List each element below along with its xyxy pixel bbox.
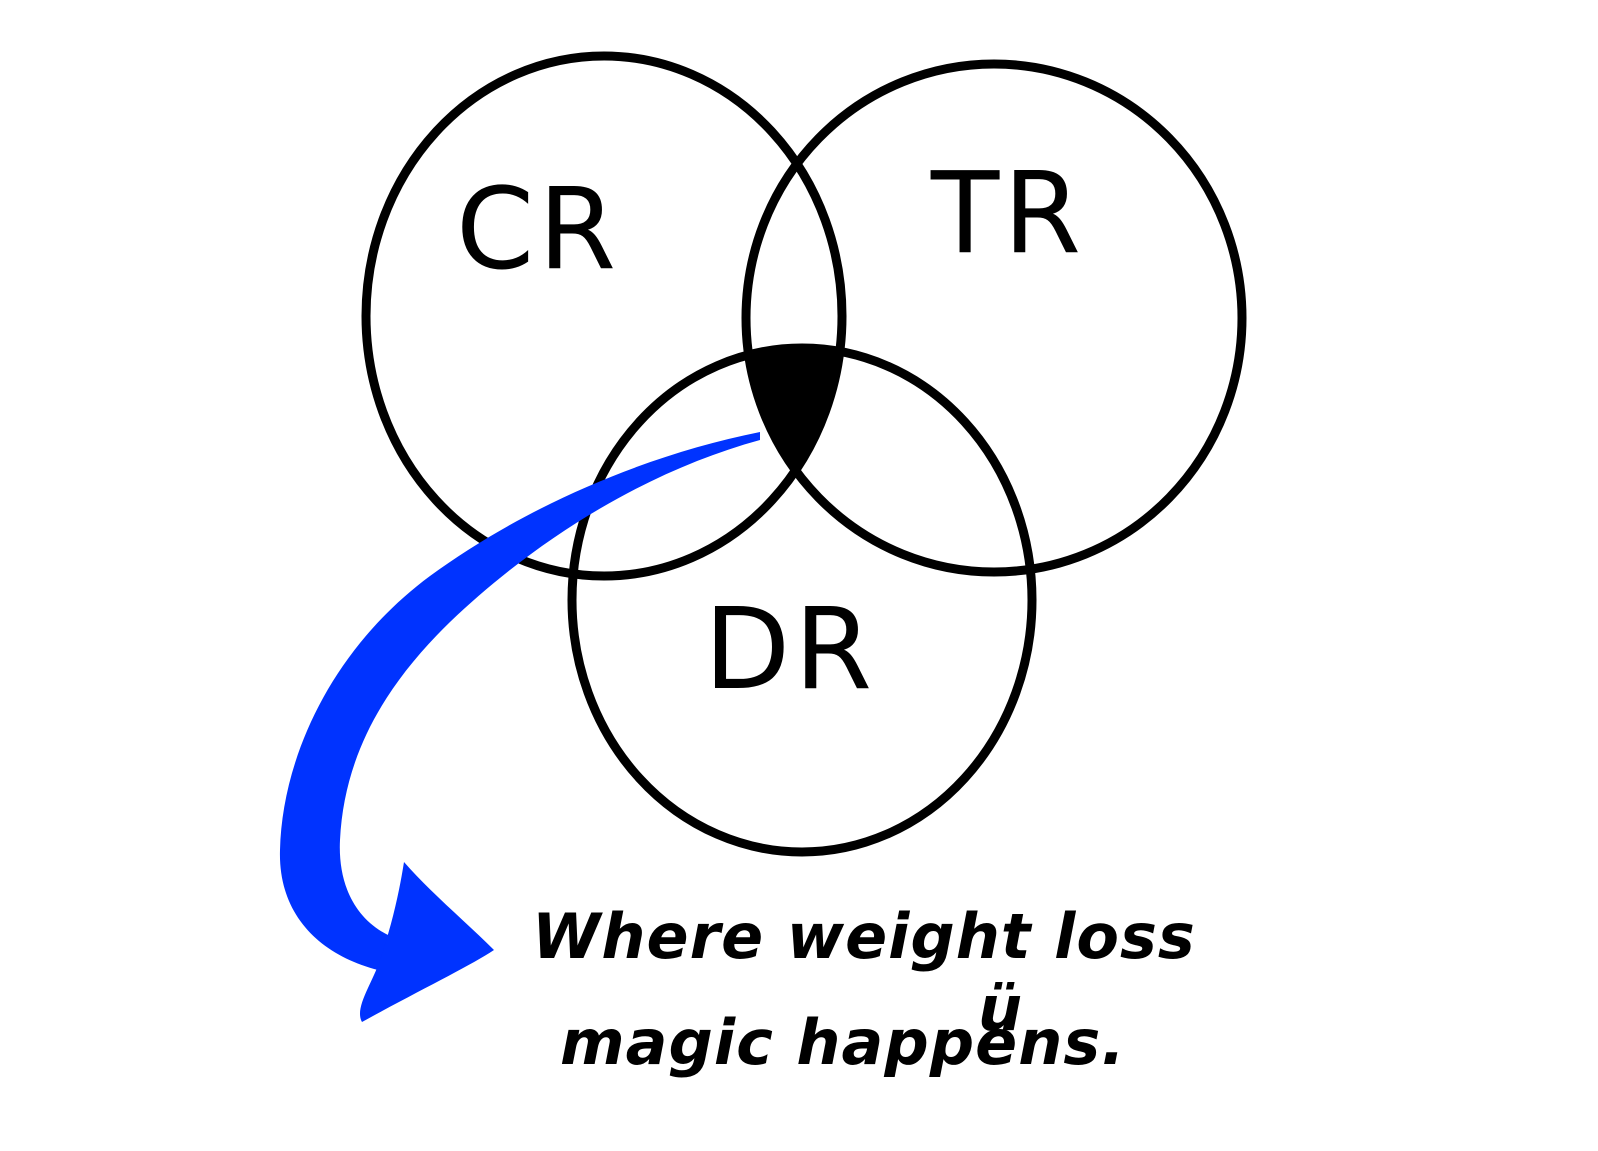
caption-line-2: magic happens. (560, 1006, 1126, 1079)
arrow-shaft (279, 432, 760, 970)
set-label-cr: CR (456, 165, 620, 295)
smiley-icon: ü (978, 972, 1023, 1045)
circle-cr (361, 51, 847, 581)
set-label-dr: DR (704, 585, 876, 715)
caption-line-1: Where weight loss (532, 900, 1196, 973)
curved-arrow-icon (279, 432, 760, 1022)
circle-dr (567, 343, 1037, 857)
set-label-tr: TR (930, 149, 1085, 279)
circle-tr (741, 59, 1247, 577)
arrow-head (359, 862, 494, 1022)
